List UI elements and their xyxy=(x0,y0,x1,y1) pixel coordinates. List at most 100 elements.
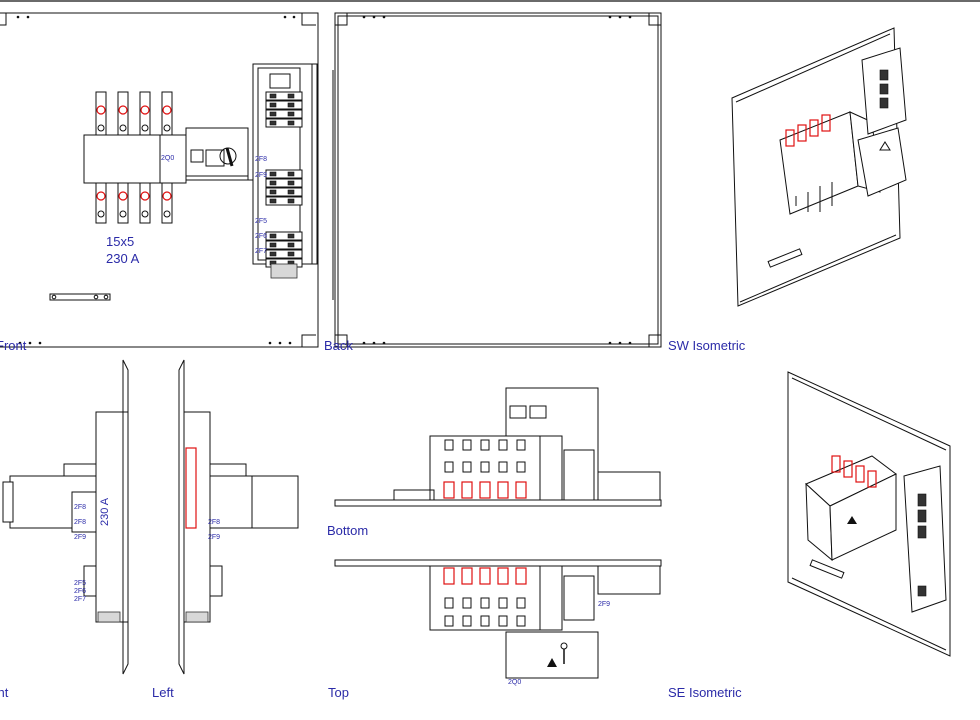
fuse-contact xyxy=(287,93,295,99)
sw-red-contact xyxy=(821,114,831,132)
top-red-contact xyxy=(461,567,473,585)
top-fuse-label: 2F9 xyxy=(598,601,610,608)
front-bolt-top xyxy=(163,124,171,132)
fuse-contact xyxy=(287,198,295,204)
top-view-plate xyxy=(334,559,662,567)
front-contact-top xyxy=(162,105,172,115)
bottom-terminal xyxy=(516,439,526,451)
top-terminal xyxy=(516,597,526,609)
front-fuse-blocks xyxy=(265,91,303,268)
se-red-contact xyxy=(867,470,877,488)
fuse-contact xyxy=(287,233,295,239)
fuse-contact xyxy=(287,171,295,177)
fuse-slot xyxy=(265,109,303,119)
sw-iso-rail xyxy=(767,248,803,268)
view-label-back: Back xyxy=(324,338,353,353)
se-isometric-view[interactable]: SE Isometric xyxy=(668,371,951,700)
current-rating-label: 230 A xyxy=(106,251,140,266)
transfer-switch-body xyxy=(83,134,187,184)
fuse-slot xyxy=(265,240,303,250)
front-terminal-bottom xyxy=(139,182,151,224)
fuse-contact xyxy=(269,111,277,117)
fuse-contact xyxy=(287,242,295,248)
bottom-terminal xyxy=(462,439,472,451)
bottom-view[interactable]: Bottom xyxy=(327,387,662,538)
right-fuse-2f8b: 2F8 xyxy=(74,519,86,526)
view-label-front: Front xyxy=(0,338,27,353)
se-iso-red-contacts xyxy=(831,455,877,488)
front-view[interactable]: 2Q0 15x5 230 A 2F8 2F9 2F5 2F6 2F7 Front xyxy=(0,12,319,353)
back-view[interactable]: Back xyxy=(324,12,662,353)
top-terminal xyxy=(480,615,490,627)
se-iso-fuse-column xyxy=(903,465,947,613)
view-label-left: Left xyxy=(152,685,174,700)
front-bolt-bottom xyxy=(119,210,127,218)
view-label-top: Top xyxy=(328,685,349,700)
bottom-terminal xyxy=(516,461,526,473)
left-view-body xyxy=(183,411,211,623)
sw-iso-red-contacts xyxy=(785,114,831,147)
fuse-contact xyxy=(287,251,295,257)
top-view[interactable]: 2F9 2Q0 Top xyxy=(328,559,662,700)
fuse-contact xyxy=(287,111,295,117)
front-bolt-top xyxy=(119,124,127,132)
fuse-slot xyxy=(265,100,303,110)
bottom-red-contact xyxy=(443,481,455,499)
bottom-terminal xyxy=(462,461,472,473)
back-panel-outline xyxy=(334,12,662,348)
fuse-label-2f6: 2F6 xyxy=(255,233,267,240)
fuse-contact xyxy=(269,233,277,239)
bottom-terminal xyxy=(444,461,454,473)
left-fuse-2f9: 2F9 xyxy=(208,534,220,541)
busbar-size-label: 15x5 xyxy=(106,234,134,249)
sw-red-contact xyxy=(785,129,795,147)
top-terminal xyxy=(498,597,508,609)
front-contact-top xyxy=(96,105,106,115)
bottom-red-contact xyxy=(479,481,491,499)
sw-red-contact xyxy=(797,124,807,142)
fuse-slot xyxy=(265,196,303,206)
bottom-view-plate xyxy=(334,499,662,507)
right-view-plate xyxy=(122,359,129,675)
fuse-label-2f9: 2F9 xyxy=(255,172,267,179)
top-terminal xyxy=(516,615,526,627)
front-bolt-bottom xyxy=(163,210,171,218)
fuse-contact xyxy=(269,120,277,126)
top-terminal xyxy=(498,615,508,627)
fuse-slot xyxy=(265,169,303,179)
rotated-current-label: 230 A xyxy=(99,497,111,526)
front-bolt-bottom xyxy=(141,210,149,218)
right-fuse-2f6: 2F6 xyxy=(74,588,86,595)
top-switch-code: 2Q0 xyxy=(508,679,521,686)
right-fuse-2f8: 2F8 xyxy=(74,504,86,511)
bottom-red-contacts xyxy=(443,439,527,499)
fuse-slot xyxy=(265,231,303,241)
bottom-terminal xyxy=(480,439,490,451)
fuse-contact xyxy=(269,171,277,177)
top-terminal xyxy=(480,597,490,609)
bottom-terminal xyxy=(480,461,490,473)
sw-isometric-view[interactable]: SW Isometric xyxy=(668,27,907,353)
fuse-slot xyxy=(265,91,303,101)
left-view[interactable]: 2F8 2F9 Left xyxy=(152,359,299,700)
front-contact-bottom xyxy=(96,191,106,201)
bottom-terminal xyxy=(498,461,508,473)
front-panel-outline xyxy=(0,12,319,348)
top-red-contacts xyxy=(443,567,527,627)
top-terminal xyxy=(462,615,472,627)
right-fuse-2f9: 2F9 xyxy=(74,534,86,541)
top-red-contact xyxy=(497,567,509,585)
fuse-contact xyxy=(269,251,277,257)
front-contact-bottom xyxy=(118,191,128,201)
fuse-contact xyxy=(269,198,277,204)
switch-handle-module xyxy=(185,127,249,181)
front-bolt-bottom xyxy=(97,210,105,218)
fuse-label-2f8: 2F8 xyxy=(255,156,267,163)
right-view[interactable]: 230 A 2F8 2F8 2F9 2F5 2F6 2F7 Right xyxy=(0,359,129,700)
din-rail-stub xyxy=(49,293,111,301)
fuse-slot xyxy=(265,118,303,128)
top-red-contact xyxy=(515,567,527,585)
view-label-bottom: Bottom xyxy=(327,523,368,538)
front-contact-top xyxy=(140,105,150,115)
